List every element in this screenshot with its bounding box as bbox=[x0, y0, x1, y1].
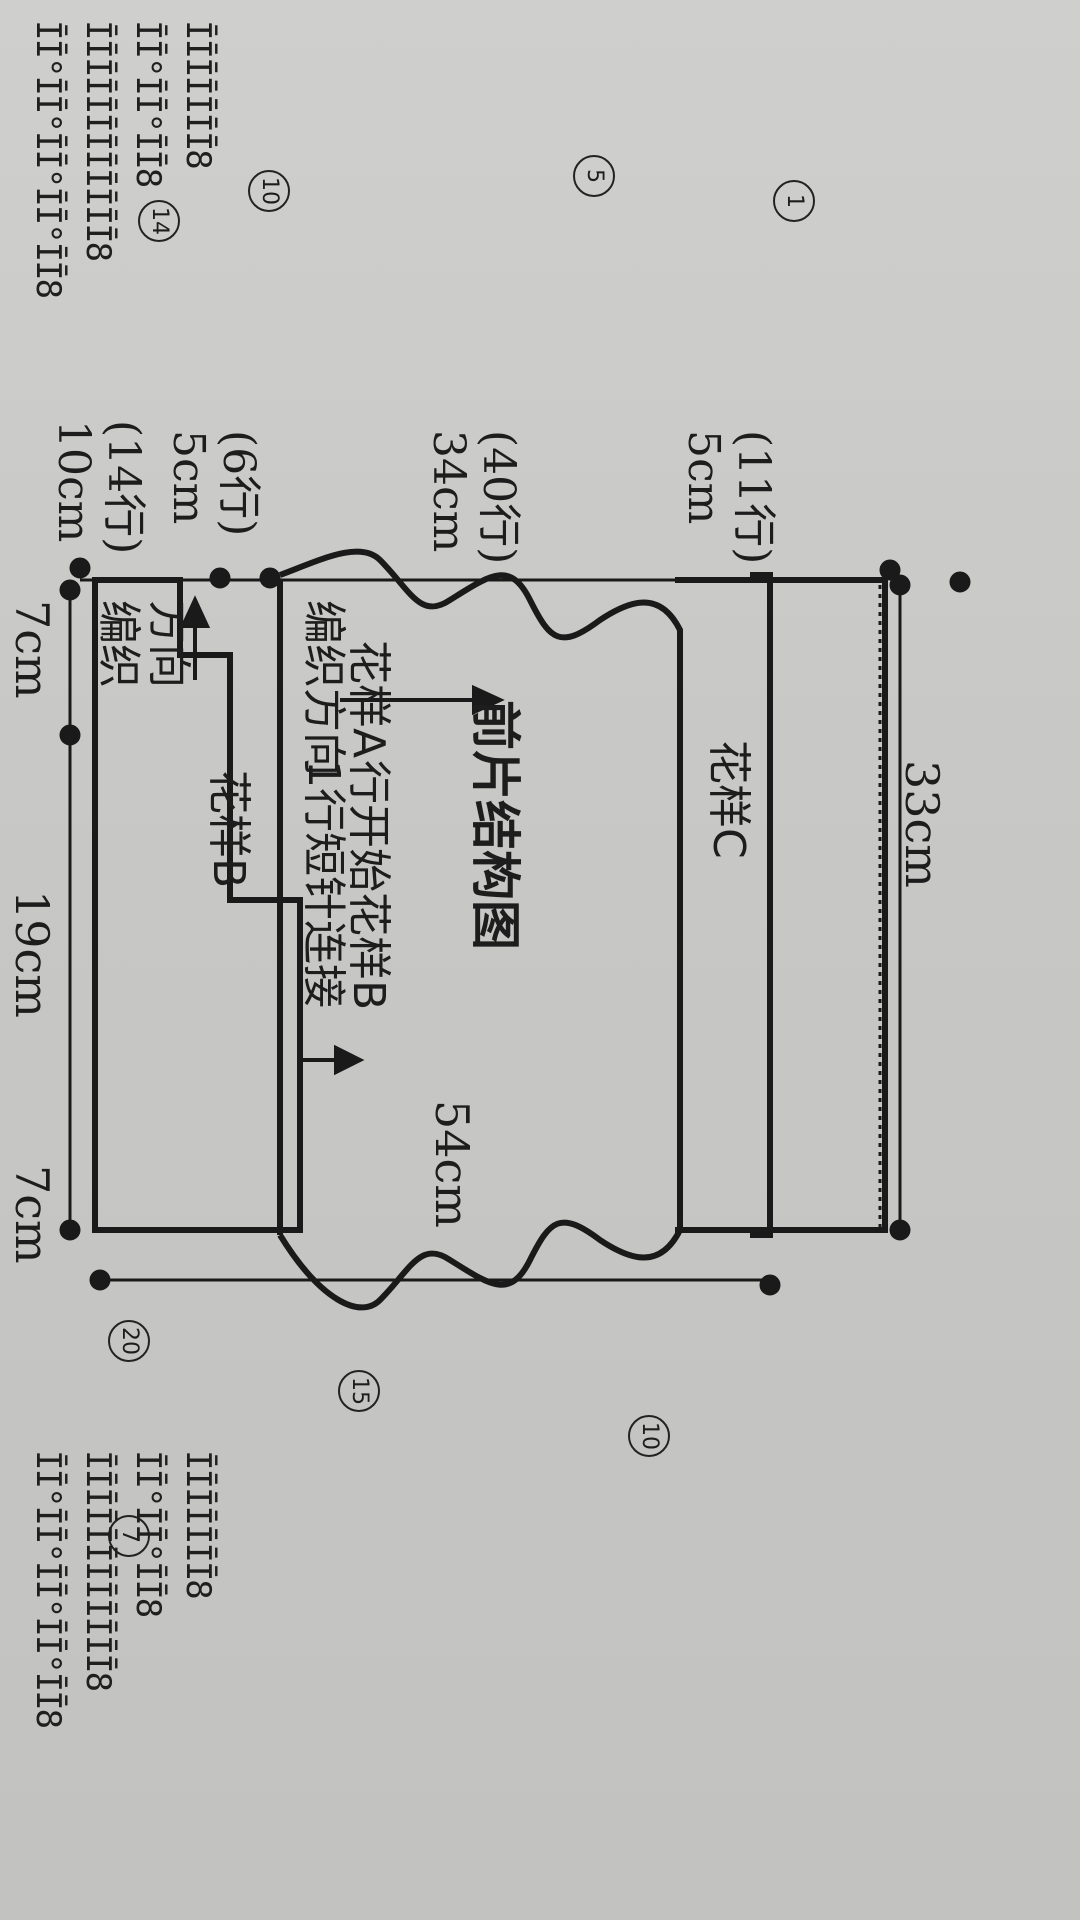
label-short-row-note-2: 行开始花样B bbox=[343, 760, 394, 1011]
bottom-panel-outline bbox=[675, 577, 888, 1233]
dim-right-1a: 10cm bbox=[48, 420, 99, 543]
row-marker-right-10: 10 bbox=[248, 170, 290, 212]
dim-top-left: 7cm bbox=[5, 1165, 59, 1264]
dim-height: 54cm bbox=[425, 1100, 479, 1228]
label-pattern-a: 花样A bbox=[343, 640, 394, 759]
stitch-row-top-3: ĪĪ°ĪĪ°ĪĪ8 bbox=[128, 20, 168, 187]
dim-top-right: 7cm bbox=[5, 600, 59, 699]
neckline-outline bbox=[70, 610, 190, 1430]
stitch-row-bottom-4: ĪĪĪĪĪĪĪ8 bbox=[178, 1450, 218, 1598]
stitch-row-top-4: ĪĪĪĪĪĪĪ8 bbox=[178, 20, 218, 168]
stitch-row-top-2: ĪĪĪĪĪĪĪĪĪĪĪĪ8 bbox=[78, 20, 118, 261]
dim-right-3a: 34cm bbox=[423, 430, 474, 553]
label-pattern-b: 花样B bbox=[203, 770, 254, 889]
stitch-row-top-1: ĪĪ°ĪĪ°ĪĪ°ĪĪ°ĪĪ8 bbox=[28, 20, 68, 298]
dim-top-middle: 19cm bbox=[5, 890, 59, 1018]
label-short-row-note-1: 1行短针连接 bbox=[298, 760, 349, 1008]
label-pattern-c: 花样C bbox=[703, 740, 754, 859]
label-knit-direction-upper-2: 方向 bbox=[143, 600, 194, 688]
dim-right-2b: (6行) bbox=[213, 430, 264, 537]
dim-right-4a: 5cm bbox=[678, 430, 729, 525]
label-knit-direction-right: 编织方向 bbox=[298, 600, 349, 776]
row-marker-right-5: 5 bbox=[573, 155, 615, 197]
panel-top-outline bbox=[95, 640, 300, 1210]
piece-outline bbox=[90, 640, 270, 1210]
stitch-row-bottom-1: ĪĪ°ĪĪ°ĪĪ°ĪĪ°ĪĪ8 bbox=[28, 1450, 68, 1728]
row-marker-right-14: 14 bbox=[138, 200, 180, 242]
dim-right-4b: (11行) bbox=[728, 430, 779, 565]
label-knit-direction-upper-1: 编织 bbox=[93, 600, 144, 688]
diagram-title: 前片结构图 bbox=[466, 700, 524, 950]
dim-right-2a: 5cm bbox=[163, 430, 214, 525]
bottom-band-outline bbox=[750, 572, 773, 1238]
row-marker-right-1: 1 bbox=[773, 180, 815, 222]
dim-right-3b: (40行) bbox=[473, 430, 524, 565]
pattern-region-outline bbox=[92, 577, 303, 1233]
dim-right-1b: (14行) bbox=[98, 420, 149, 555]
dim-bottom-width: 33cm bbox=[895, 760, 949, 888]
top-band-outline bbox=[85, 610, 300, 1430]
stitch-row-bottom-2: ĪĪĪĪĪĪĪĪĪĪĪĪ8 bbox=[78, 1450, 118, 1691]
pattern-b-boundary bbox=[90, 705, 300, 1210]
row-marker-left-15: 15 bbox=[338, 1370, 380, 1412]
stitch-row-bottom-3: ĪĪ°ĪĪ°ĪĪ8 bbox=[128, 1450, 168, 1617]
row-marker-left-20: 20 bbox=[108, 1320, 150, 1362]
row-marker-left-10: 10 bbox=[628, 1415, 670, 1457]
